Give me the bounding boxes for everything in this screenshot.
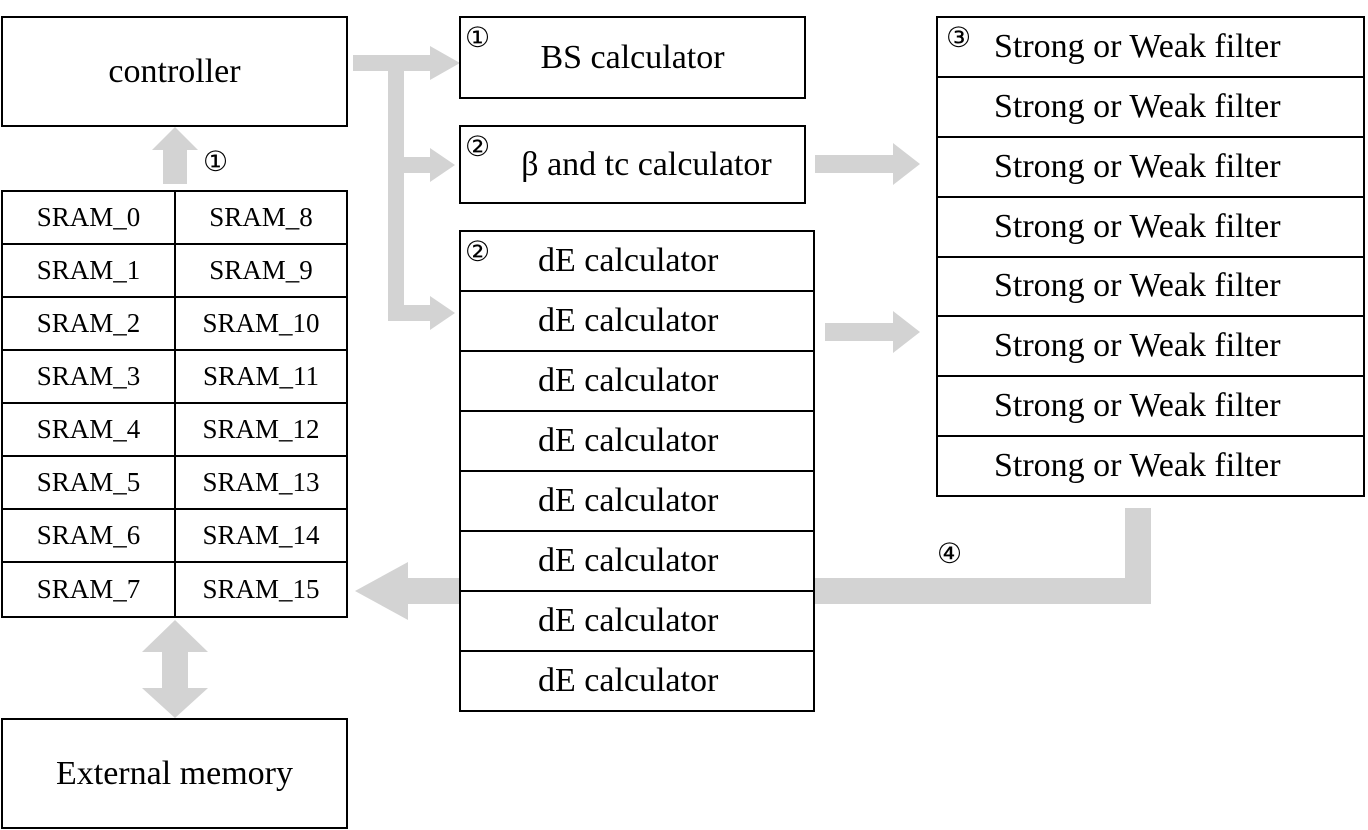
bus-trunk <box>388 63 404 321</box>
arrow-sram-external-memory <box>142 620 208 718</box>
arrow-controller-to-bs <box>353 46 460 80</box>
arrow-sram-to-controller <box>152 127 198 184</box>
de-calculator-label: dE calculator <box>538 602 719 639</box>
arrow-de-to-filters <box>825 311 920 353</box>
sram-cell-right: SRAM_8 <box>176 192 346 245</box>
beta-tc-calculator-marker: ② <box>465 130 491 163</box>
external-memory-label: External memory <box>56 754 293 792</box>
sram-cell-right: SRAM_10 <box>176 298 346 351</box>
filter-marker: ③ <box>946 21 972 54</box>
filter-label: Strong or Weak filter <box>994 27 1281 65</box>
de-calculator-stack: ② dE calculator dE calculator dE calculator… <box>459 230 815 712</box>
filter-row: Strong or Weak filter <box>938 258 1363 318</box>
de-calculator-label: dE calculator <box>538 482 719 519</box>
arrow-writeback-to-sram <box>355 562 460 620</box>
sram-cell-left: SRAM_2 <box>3 298 176 351</box>
de-calculator-row: dE calculator <box>461 412 813 472</box>
bs-calculator-box: ① BS calculator <box>459 16 806 99</box>
sram-cell-right: SRAM_14 <box>176 510 346 563</box>
bs-calculator-label: BS calculator <box>540 38 725 76</box>
filter-row: Strong or Weak filter <box>938 317 1363 378</box>
sram-cell-left: SRAM_7 <box>3 563 176 616</box>
filter-label: Strong or Weak filter <box>994 387 1281 425</box>
de-calculator-label: dE calculator <box>538 242 719 279</box>
filter-row: ③ Strong or Weak filter <box>938 18 1363 78</box>
de-calculator-row: dE calculator <box>461 292 813 352</box>
de-calculator-label: dE calculator <box>538 302 719 339</box>
sram-cell-right: SRAM_13 <box>176 457 346 510</box>
de-calculator-row: dE calculator <box>461 472 813 532</box>
filter-row: Strong or Weak filter <box>938 198 1363 258</box>
beta-tc-calculator-label: β and tc calculator <box>521 145 772 183</box>
controller-label: controller <box>108 52 241 90</box>
sram-cell-left: SRAM_3 <box>3 351 176 404</box>
controller-box: controller <box>1 16 348 127</box>
de-calculator-label: dE calculator <box>538 662 719 699</box>
writeback-horizontal <box>815 578 1151 604</box>
de-calculator-label: dE calculator <box>538 422 719 459</box>
filter-row: Strong or Weak filter <box>938 377 1363 438</box>
de-calculator-row: dE calculator <box>461 532 813 592</box>
bs-calculator-marker: ① <box>465 21 491 54</box>
arrow-beta-tc-to-filters <box>815 143 920 185</box>
sram-cell-left: SRAM_6 <box>3 510 176 563</box>
sram-cell-left: SRAM_5 <box>3 457 176 510</box>
de-calculator-row: ② dE calculator <box>461 232 813 292</box>
external-memory-box: External memory <box>1 718 348 829</box>
sram-cell-left: SRAM_0 <box>3 192 176 245</box>
filter-row: Strong or Weak filter <box>938 437 1363 495</box>
filter-label: Strong or Weak filter <box>994 327 1281 365</box>
filter-label: Strong or Weak filter <box>994 267 1281 305</box>
de-calculator-marker: ② <box>465 235 491 268</box>
filter-label: Strong or Weak filter <box>994 147 1281 185</box>
filter-row: Strong or Weak filter <box>938 138 1363 198</box>
de-calculator-label: dE calculator <box>538 362 719 399</box>
de-calculator-label: dE calculator <box>538 542 719 579</box>
filter-label: Strong or Weak filter <box>994 207 1281 245</box>
sram-cell-right: SRAM_12 <box>176 404 346 457</box>
filter-row: Strong or Weak filter <box>938 78 1363 138</box>
sram-cell-right: SRAM_11 <box>176 351 346 404</box>
filter-label: Strong or Weak filter <box>994 447 1281 485</box>
sram-cell-left: SRAM_4 <box>3 404 176 457</box>
step-marker-writeback: ④ <box>937 537 963 570</box>
beta-tc-calculator-box: ② β and tc calculator <box>459 125 806 204</box>
sram-cell-right: SRAM_15 <box>202 574 320 604</box>
arrow-bus-to-de <box>388 296 455 330</box>
de-calculator-row: dE calculator <box>461 352 813 412</box>
arrow-bus-to-beta-tc <box>404 148 455 182</box>
de-calculator-row: dE calculator <box>461 592 813 652</box>
filter-label: Strong or Weak filter <box>994 87 1281 125</box>
step-marker-controller: ① <box>203 145 229 178</box>
sram-cell-left: SRAM_1 <box>3 245 176 298</box>
de-calculator-row: dE calculator <box>461 652 813 710</box>
sram-cell-right: SRAM_9 <box>176 245 346 298</box>
